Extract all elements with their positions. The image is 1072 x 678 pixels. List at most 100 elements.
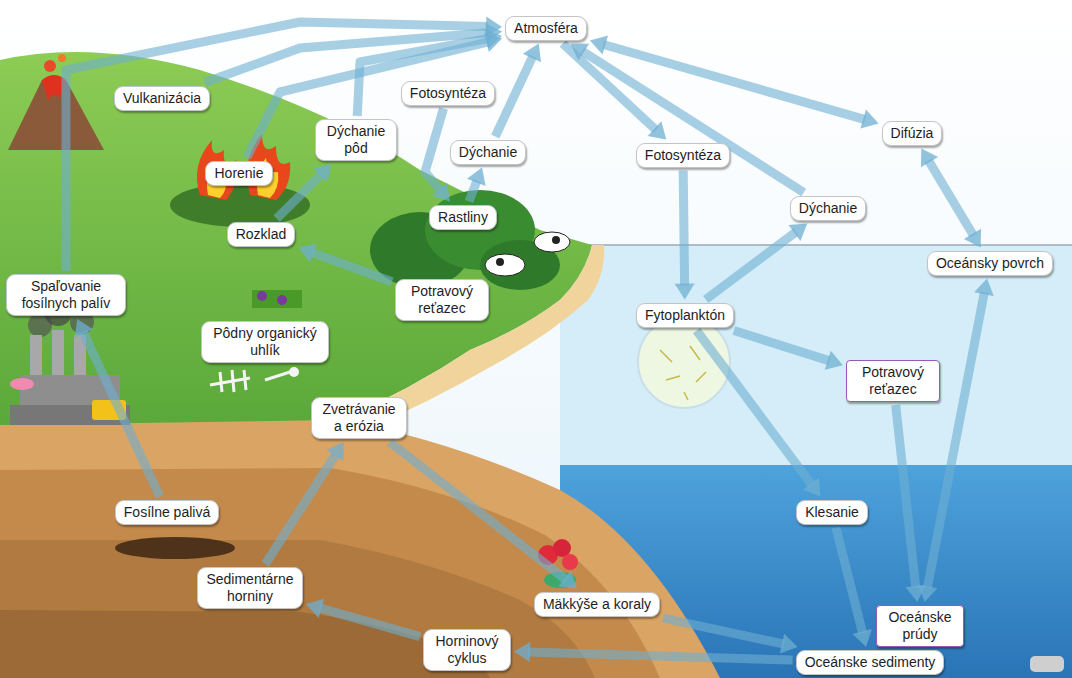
- carbon-flow-arrow: [75, 319, 160, 497]
- carbon-flow-arrow: [896, 405, 926, 602]
- cow: [485, 254, 525, 276]
- flow-line: [425, 109, 443, 191]
- label-text: Fotosyntéza: [410, 85, 486, 102]
- arrow-head: [485, 29, 503, 49]
- cycle-label-box: Fotosyntéza: [401, 81, 495, 106]
- carbon-flow-arrow: [66, 17, 502, 271]
- carbon-flow-arrow: [467, 168, 486, 202]
- arrow-head: [298, 244, 316, 263]
- chimney: [52, 330, 64, 380]
- scroll-handle: [1030, 656, 1064, 672]
- label-text: Spaľovanie fosílnych palív: [15, 278, 117, 312]
- vegetables: [277, 295, 287, 305]
- cow: [552, 236, 560, 244]
- label-text: Oceánske sedimenty: [805, 654, 936, 671]
- label-text: Horenie: [214, 165, 263, 182]
- carbon-flow-arrow: [675, 171, 695, 300]
- cycle-label-box: Dýchanie: [790, 196, 866, 221]
- label-text: Klesanie: [805, 504, 859, 521]
- arrow-head: [648, 121, 667, 139]
- label-text: Fytoplanktón: [645, 307, 725, 324]
- flow-line: [697, 331, 812, 486]
- cycle-label-box: Mäkkýše a koraly: [534, 592, 660, 617]
- label-text: Potravový reťazec: [404, 283, 480, 317]
- earth-layer: [0, 420, 720, 678]
- carbon-flow-arrow: [706, 224, 808, 300]
- carbon-flow-arrow: [298, 244, 392, 282]
- lava: [44, 60, 56, 72]
- flow-line: [66, 22, 488, 271]
- arrow-head: [75, 319, 93, 338]
- cow: [496, 258, 504, 266]
- carbon-flow-arrow: [247, 33, 502, 158]
- arrow-head: [570, 44, 589, 61]
- arrow-head: [432, 183, 450, 202]
- carbon-flow-arrow: [277, 164, 332, 219]
- flow-line: [603, 44, 865, 119]
- flow-line: [311, 252, 392, 281]
- cycle-label-box: Difúzia: [882, 121, 943, 146]
- cycle-label-box: Horninový cyklus: [423, 629, 511, 671]
- label-text: Mäkkýše a koraly: [543, 596, 651, 613]
- arrow-head: [780, 634, 798, 654]
- label-text: Dýchanie: [459, 144, 517, 161]
- label-text: Vulkanizácia: [123, 90, 201, 107]
- label-text: Difúzia: [891, 125, 934, 142]
- flow-line: [469, 181, 477, 202]
- carbon-flow-arrow: [425, 109, 450, 202]
- arrow-head: [467, 168, 486, 187]
- carbon-flow-arrow: [306, 599, 420, 637]
- flow-line: [927, 292, 984, 588]
- arrow-head: [825, 351, 843, 370]
- carbon-flow-arrow: [357, 29, 502, 116]
- flow-line: [683, 171, 684, 286]
- carbon-flow-arrow: [590, 35, 879, 128]
- earth-layer: [0, 540, 595, 678]
- label-text: Oceánsky povrch: [936, 255, 1044, 272]
- flow-line: [390, 442, 566, 580]
- label-text: Fosílne palivá: [124, 504, 210, 521]
- sea-level-line: [575, 244, 1072, 246]
- carbon-flow-arrow: [734, 331, 843, 370]
- flow-line: [265, 454, 336, 564]
- carbon-flow-arrow: [390, 442, 577, 589]
- arrow-head: [523, 44, 541, 63]
- cycle-label-box: Fotosyntéza: [636, 143, 730, 168]
- skeleton: [210, 370, 290, 392]
- cycle-label-box: Oceánsky povrch: [927, 251, 1053, 276]
- cycle-label-box: Fosílne palivá: [115, 500, 219, 525]
- cycle-label-box: Fytoplanktón: [636, 303, 734, 328]
- arrow-head: [306, 599, 324, 618]
- carbon-flow-arrow: [514, 642, 793, 662]
- cycle-label-box: Oceánske sedimenty: [796, 650, 945, 675]
- cycle-label-box: Potravový reťazec: [395, 279, 489, 321]
- cycle-label-box: Zvetrávanie a erózia: [311, 397, 407, 439]
- carbon-flow-arrow: [697, 331, 821, 497]
- skull: [289, 367, 299, 377]
- cycle-label-box: Sedimentárne horniny: [197, 567, 303, 609]
- label-text: Dýchanie pôd: [324, 123, 388, 157]
- lava: [58, 54, 66, 62]
- phytoplankton: [660, 346, 706, 400]
- carbon-flow-arrow: [921, 149, 981, 248]
- label-text: Rozklad: [236, 226, 287, 243]
- arrow-head: [590, 35, 608, 54]
- coral: [562, 554, 578, 570]
- flow-line: [836, 528, 863, 634]
- land: [0, 52, 592, 430]
- label-text: Dýchanie: [799, 200, 857, 217]
- flow-line: [495, 56, 533, 136]
- carbon-flow-arrow: [265, 442, 343, 564]
- cycle-label-box: Dýchanie: [450, 140, 526, 165]
- arrow-head: [558, 571, 577, 589]
- arrow-head: [921, 149, 938, 168]
- flow-line: [896, 405, 916, 588]
- cycle-label-box: Dýchanie pôd: [315, 119, 397, 161]
- earth-layer: [0, 610, 490, 678]
- flow-line: [319, 608, 420, 637]
- arrow-head: [803, 478, 821, 497]
- flow-line: [734, 331, 830, 361]
- label-text: Fotosyntéza: [645, 147, 721, 164]
- flow-line: [706, 232, 796, 300]
- flow-line: [83, 332, 160, 497]
